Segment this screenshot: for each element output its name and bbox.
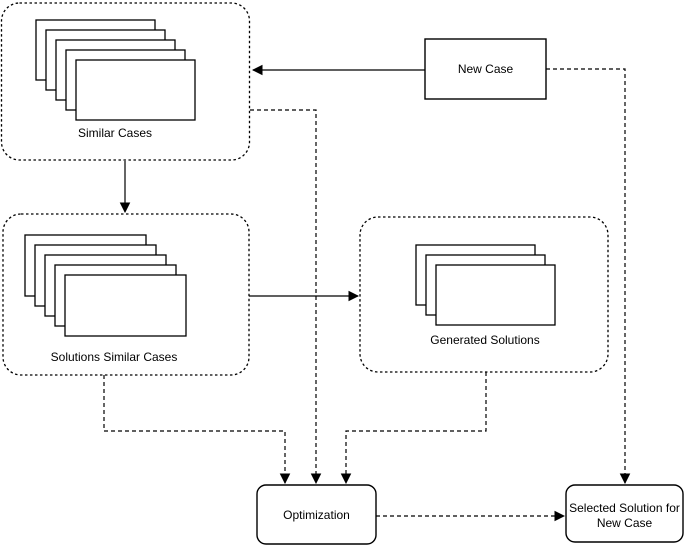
solutions-similar-cases-label: Solutions Similar Cases [51, 350, 178, 364]
generated-solutions-stack [415, 244, 556, 326]
selected-solution-label-line1: Selected Solution for [569, 501, 680, 515]
generated-solutions-label: Generated Solutions [430, 333, 539, 347]
case-card [75, 59, 196, 121]
similar-cases-group: Similar Cases [0, 2, 251, 161]
solutions-similar-cases-stack [24, 234, 187, 337]
similar-cases-label: Similar Cases [78, 126, 152, 140]
edge-generated-to-optimization [340, 372, 487, 485]
optimization-label: Optimization [283, 508, 350, 522]
optimization-node: Optimization [256, 484, 377, 545]
selected-solution-label-line2: New Case [597, 516, 653, 530]
optimization-box [256, 484, 377, 545]
edge-solutions-to-optimization [103, 375, 291, 485]
new-case-node: New Case [424, 38, 547, 100]
solutions-similar-cases-container [2, 213, 250, 376]
solution-card [64, 274, 187, 337]
new-case-label: New Case [458, 62, 514, 76]
solutions-similar-cases-group: Solutions Similar Cases [2, 213, 250, 376]
selected-solution-node: Selected Solution for New Case [565, 484, 684, 543]
edge-new-case-to-selected-solution [546, 68, 631, 485]
generated-solution-card [435, 264, 556, 326]
edges [103, 64, 631, 522]
edge-similar-cases-to-optimization [250, 109, 322, 485]
similar-cases-stack [35, 19, 196, 121]
generated-solutions-container [359, 216, 609, 373]
generated-solutions-group: Generated Solutions [359, 216, 609, 373]
selected-solution-box [565, 484, 684, 543]
similar-cases-container [0, 2, 251, 161]
